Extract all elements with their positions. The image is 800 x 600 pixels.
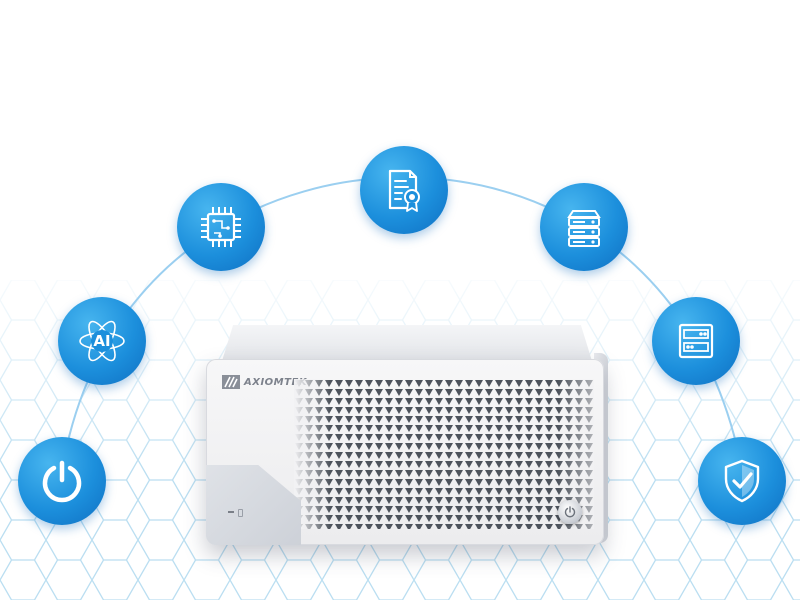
ventilation-grille	[294, 379, 594, 529]
power-symbol-icon	[564, 506, 576, 518]
brand-mark-icon	[222, 375, 240, 389]
shield-check-icon	[724, 459, 760, 503]
feature-badge-certificate	[360, 146, 448, 234]
feature-badge-power	[18, 437, 106, 525]
device-power-button[interactable]	[558, 500, 582, 524]
brand-logo: AXIOMTEK	[222, 375, 307, 389]
cpu-chip-icon	[201, 207, 241, 247]
feature-badge-io	[652, 297, 740, 385]
embedded-computer: AXIOMTEK	[198, 325, 608, 547]
power-icon	[42, 460, 82, 503]
feature-badge-security	[698, 437, 786, 525]
ai-label: AI	[93, 332, 110, 350]
io-panel-icon	[678, 323, 714, 359]
feature-badge-storage	[540, 183, 628, 271]
server-stack-icon	[567, 210, 601, 247]
feature-badge-ai: AI	[58, 297, 146, 385]
usb-port-indicator	[238, 509, 243, 517]
feature-badge-processor	[177, 183, 265, 271]
ai-atom-icon: AI	[79, 320, 125, 362]
brand-name: AXIOMTEK	[244, 376, 308, 388]
device-top-cover	[222, 325, 592, 361]
certificate-icon	[388, 169, 420, 212]
status-led	[228, 511, 234, 513]
